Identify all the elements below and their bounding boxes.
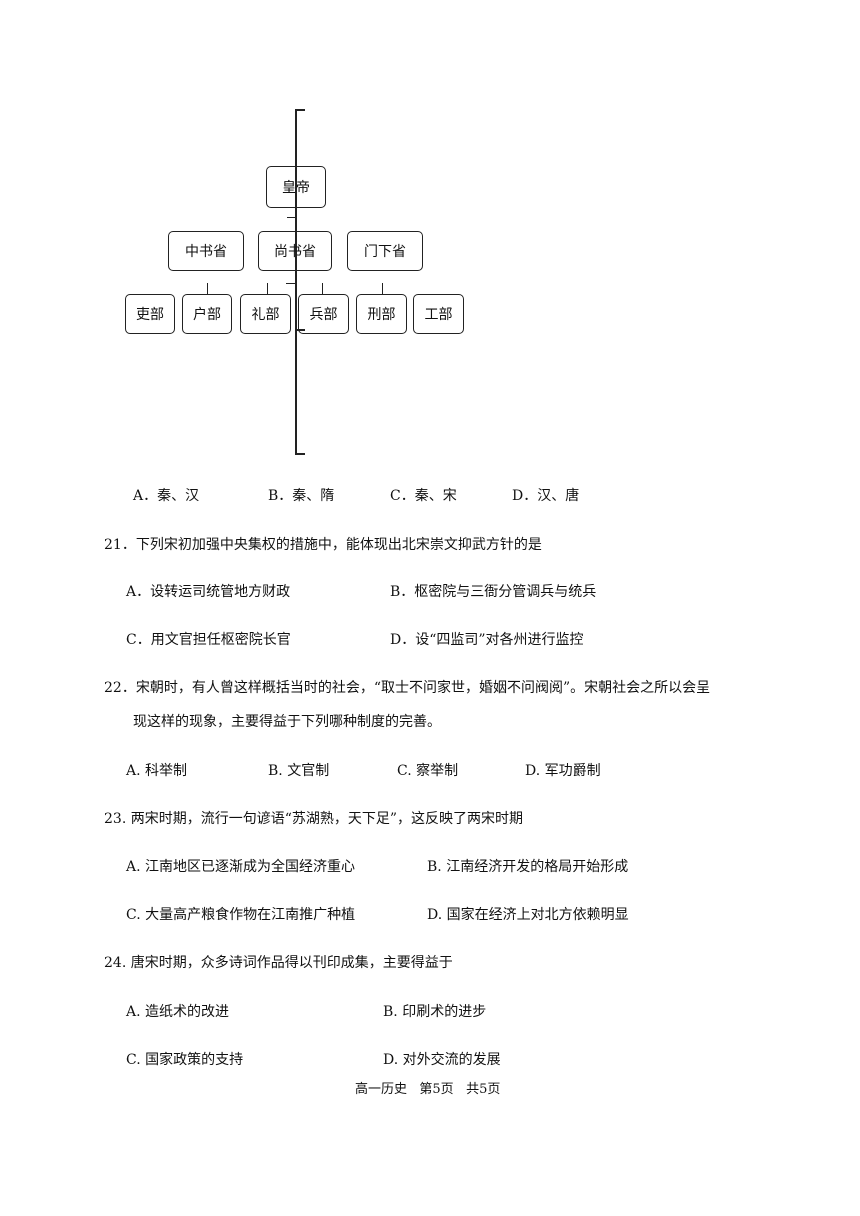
bracket-bottom-tick [295, 453, 305, 455]
q24-option-d: D. 对外交流的发展 [383, 1052, 501, 1068]
q20-option-d: D．汉、唐 [512, 488, 580, 504]
q23-option-d: D. 国家在经济上对北方依赖明显 [427, 907, 629, 923]
page-footer: 高一历史 第5页 共5页 [355, 1082, 501, 1097]
department-box-zhongshu: 中书省 [168, 231, 244, 271]
q22-stem-line2: 现这样的现象，主要得益于下列哪种制度的完善。 [133, 714, 441, 730]
ministry-box-gongbu: 工部 [413, 294, 464, 334]
q21-option-c: C．用文官担任枢密院长官 [126, 632, 291, 648]
department-box-shangshu: 尚书省 [258, 231, 332, 271]
ministry-box-libu-rites: 礼部 [240, 294, 291, 334]
ministry-box-bingbu: 兵部 [298, 294, 349, 334]
q24-stem: 24. 唐宋时期，众多诗词作品得以刊印成集，主要得益于 [104, 955, 453, 971]
q23-option-b: B. 江南经济开发的格局开始形成 [427, 859, 629, 875]
q24-option-b: B. 印刷术的进步 [383, 1004, 487, 1020]
ministry-box-hubu: 户部 [182, 294, 232, 334]
q22-option-b: B. 文官制 [268, 763, 330, 779]
q24-option-a: A. 造纸术的改进 [126, 1004, 230, 1020]
connector-zhongshu [207, 283, 208, 294]
q23-option-a: A. 江南地区已逐渐成为全国经济重心 [126, 859, 356, 875]
q21-stem: 21．下列宋初加强中央集权的措施中，能体现出北宋崇文抑武方针的是 [104, 537, 542, 553]
q24-option-c: C. 国家政策的支持 [126, 1052, 244, 1068]
q20-option-b: B．秦、隋 [268, 488, 335, 504]
connector-xingbu [382, 283, 383, 294]
ministry-box-xingbu: 刑部 [356, 294, 407, 334]
connector-emperor [287, 217, 297, 218]
q21-option-d: D．设“四监司”对各州进行监控 [390, 632, 584, 648]
q20-option-c: C．秦、宋 [390, 488, 457, 504]
emperor-box: 皇帝 [266, 166, 326, 208]
q23-stem: 23. 两宋时期，流行一句谚语“苏湖熟，天下足”，这反映了两宋时期 [104, 811, 524, 827]
q22-option-a: A. 科举制 [126, 763, 188, 779]
q21-option-a: A．设转运司统管地方财政 [126, 584, 291, 600]
department-box-menxia: 门下省 [347, 231, 423, 271]
q22-stem-line1: 22．宋朝时，有人曾这样概括当时的社会，“取士不问家世，婚姻不问阀阅”。宋朝社会… [104, 680, 711, 696]
q23-option-c: C. 大量高产粮食作物在江南推广种植 [126, 907, 356, 923]
ministry-box-libu-personnel: 吏部 [125, 294, 175, 334]
connector-libu [267, 283, 268, 294]
q20-option-a: A．秦、汉 [133, 488, 200, 504]
bracket-top-tick [295, 109, 305, 111]
bracket-vertical-line [295, 109, 297, 455]
connector-bingbu [322, 283, 323, 294]
connector-shangshu-h [286, 283, 296, 284]
q22-option-d: D. 军功爵制 [525, 763, 601, 779]
q21-option-b: B．枢密院与三衙分管调兵与统兵 [390, 584, 597, 600]
q22-option-c: C. 察举制 [397, 763, 459, 779]
